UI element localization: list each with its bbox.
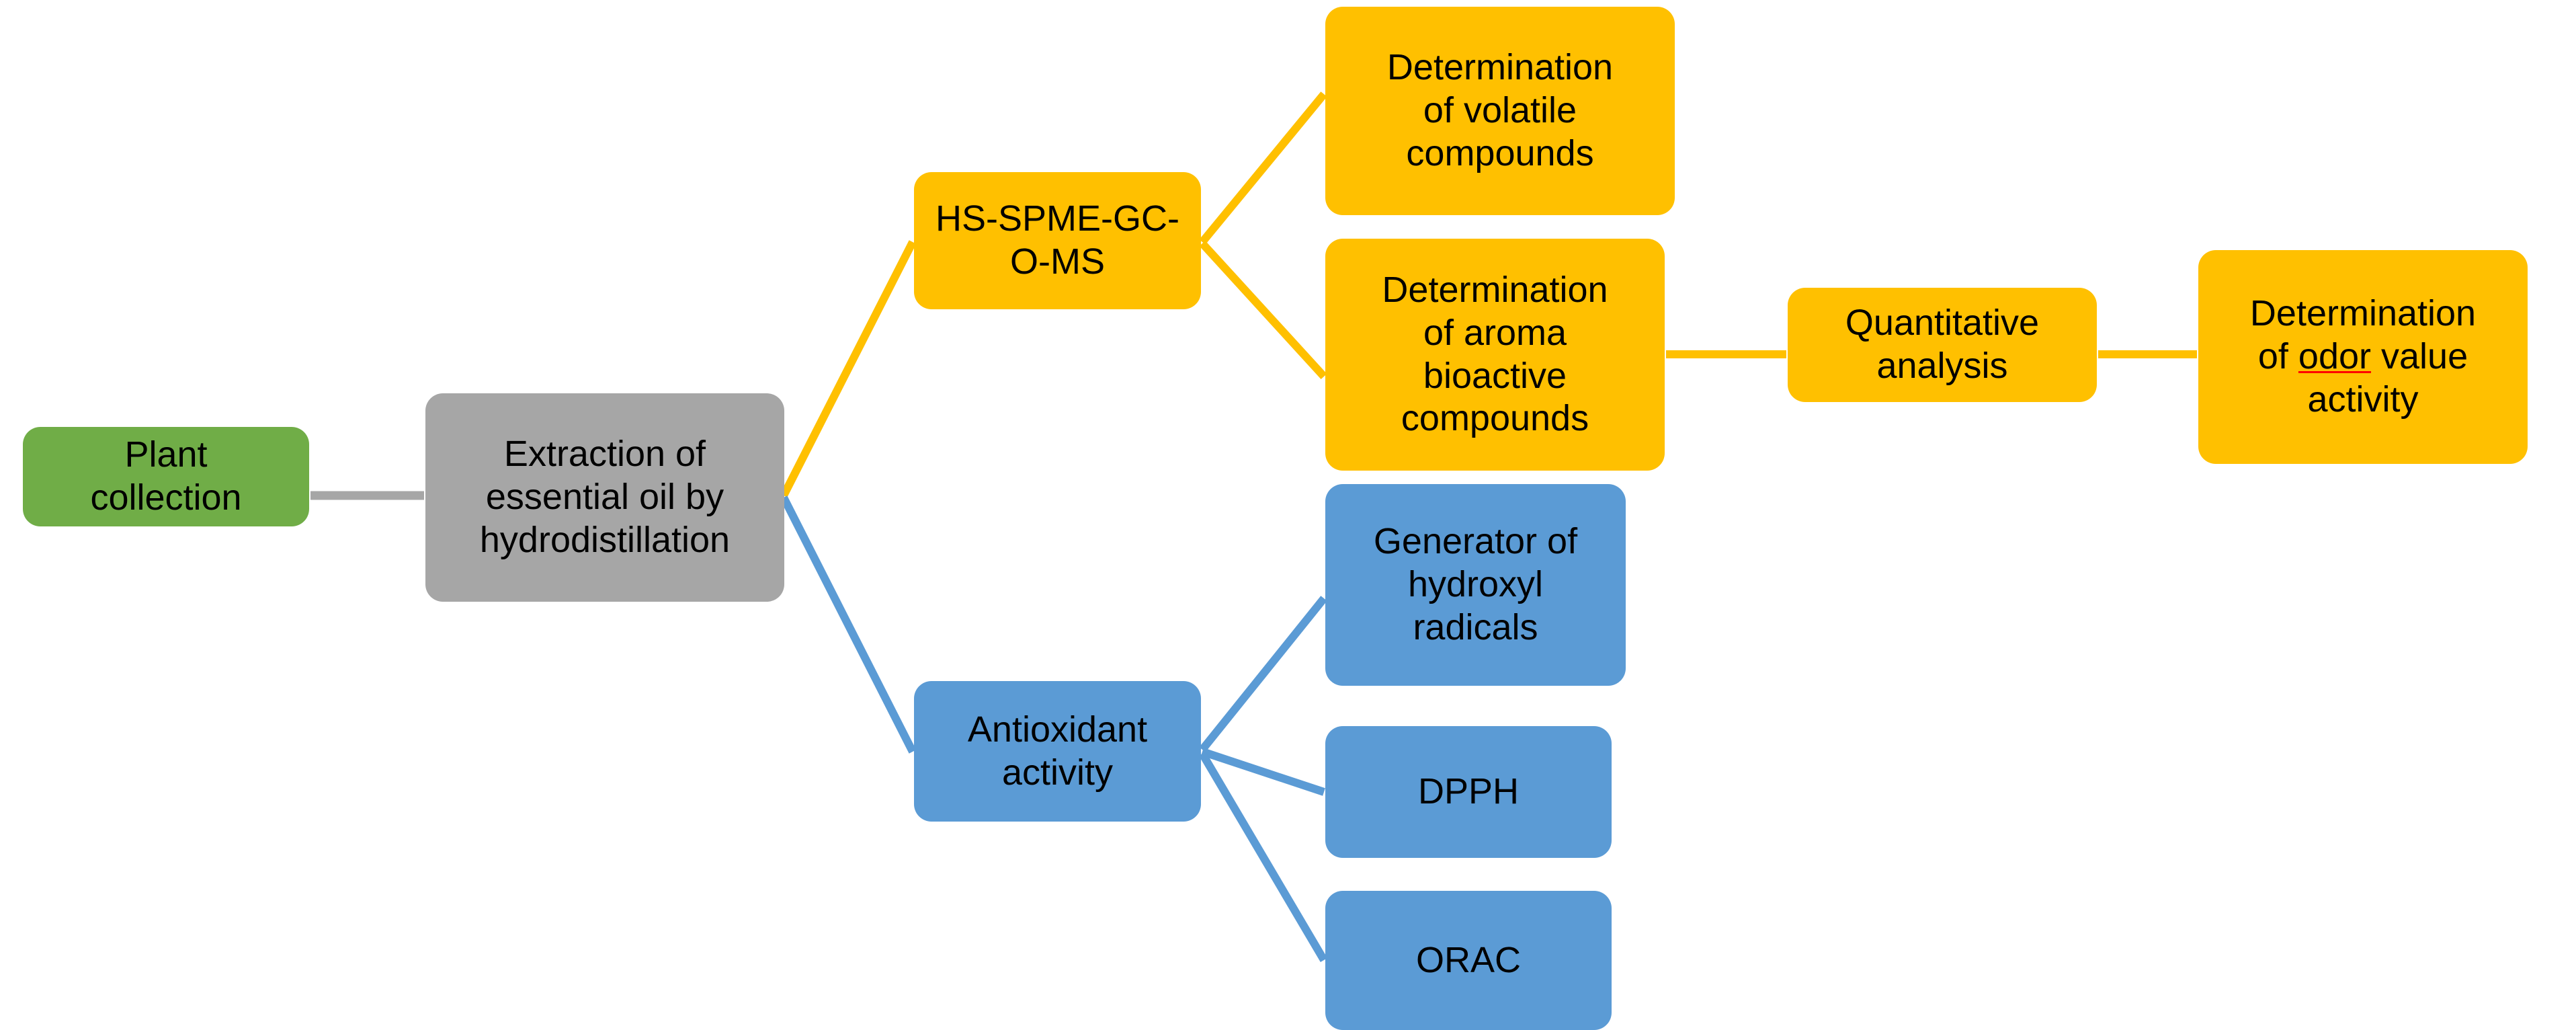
node-label-orac: ORAC xyxy=(1415,939,1521,980)
node-antioxidant-activity[interactable]: Antioxidant activity xyxy=(914,681,1201,822)
node-extraction[interactable]: Extraction of essential oil by hydrodist… xyxy=(425,393,784,602)
node-hs-spme-gc-o-ms[interactable]: HS-SPME-GC- O-MS xyxy=(914,172,1201,309)
node-quantitative-analysis[interactable]: Quantitative analysis xyxy=(1788,288,2097,402)
edge-hsspme-to-volatile xyxy=(1199,91,1327,245)
node-label-plant-collection: Plant collection xyxy=(90,434,242,518)
edge-extraction-to-antioxidant xyxy=(780,496,917,754)
node-label-antioxidant-activity: Antioxidant activity xyxy=(967,709,1148,793)
edge-antioxidant-to-hydroxyl xyxy=(1199,596,1327,752)
edge-hsspme-to-aroma xyxy=(1199,240,1327,380)
node-label-odor-value-activity: Determination of odor value activity xyxy=(2249,293,2477,420)
node-label-aroma-bioactive: Determination of aroma bioactive compoun… xyxy=(1382,270,1608,439)
node-hydroxyl-radicals[interactable]: Generator of hydroxyl radicals xyxy=(1325,484,1626,686)
node-odor-value-activity[interactable]: Determination of odor value activity xyxy=(2198,250,2528,464)
node-volatile-compounds[interactable]: Determination of volatile compounds xyxy=(1325,7,1675,215)
edge-extraction-to-hsspme xyxy=(780,240,917,498)
node-plant-collection[interactable]: Plant collection xyxy=(23,427,309,526)
node-dpph[interactable]: DPPH xyxy=(1325,726,1612,858)
node-label-volatile-compounds: Determination of volatile compounds xyxy=(1386,47,1614,173)
node-label-hs-spme-gc-o-ms: HS-SPME-GC- O-MS xyxy=(936,198,1179,282)
spellcheck-underline: odor xyxy=(2298,336,2372,377)
node-aroma-bioactive[interactable]: Determination of aroma bioactive compoun… xyxy=(1325,239,1665,471)
node-orac[interactable]: ORAC xyxy=(1325,891,1612,1030)
node-label-dpph: DPPH xyxy=(1417,771,1520,812)
edge-antioxidant-to-dpph xyxy=(1201,748,1325,796)
node-label-quantitative-analysis: Quantitative analysis xyxy=(1845,303,2040,386)
node-label-extraction: Extraction of essential oil by hydrodist… xyxy=(479,434,731,560)
node-label-hydroxyl-radicals: Generator of hydroxyl radicals xyxy=(1373,521,1578,647)
edge-antioxidant-to-orac xyxy=(1198,751,1328,963)
